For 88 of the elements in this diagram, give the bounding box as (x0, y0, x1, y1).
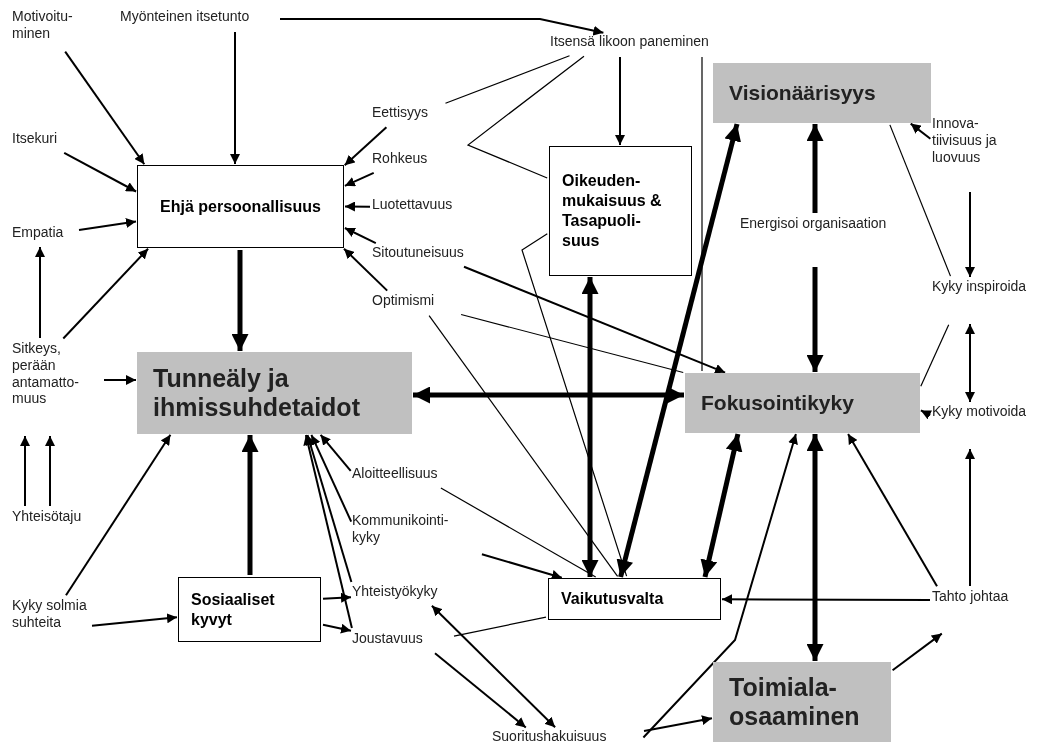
arrow (434, 652, 527, 729)
concept-label: Kommunikointi- kyky (352, 512, 480, 554)
arrow (64, 50, 146, 166)
arrow (919, 409, 933, 420)
arrow (343, 247, 389, 292)
key-competence-box: Fokusointikyky (685, 373, 920, 433)
concept-label: Joustavuus (352, 630, 452, 652)
key-competence-box: Visionäärisyys (713, 63, 931, 123)
arrow (463, 265, 727, 374)
concept-label: Sitoutuneisuus (372, 244, 498, 266)
arrow (965, 448, 975, 587)
arrow (305, 434, 353, 583)
concept-label: Itsensä likoon paneminen (550, 33, 762, 55)
arrow (965, 323, 975, 403)
arrow (480, 553, 563, 580)
connector-line (460, 313, 684, 374)
arrow (91, 613, 178, 627)
arrow (721, 594, 931, 605)
arrow (581, 277, 599, 577)
arrow (63, 151, 138, 193)
concept-label: Rohkeus (372, 150, 450, 172)
arrow (642, 433, 798, 739)
concept-label: Empatia (12, 224, 77, 246)
arrow (806, 124, 824, 213)
arrow (615, 56, 625, 146)
arrow (322, 623, 352, 634)
connector-line (889, 124, 952, 277)
arrow (806, 267, 824, 372)
arrow (413, 386, 684, 404)
arrow (344, 201, 371, 212)
arrow (230, 31, 240, 165)
key-competence-box: Tunneäly ja ihmissuhdetaidot (137, 352, 412, 434)
arrow (430, 604, 557, 729)
connector-line (466, 55, 585, 179)
arrow (322, 592, 352, 603)
arrow (231, 250, 249, 351)
concept-label: Suoritushakuisuus (492, 728, 642, 750)
arrow (806, 434, 824, 661)
arrow (65, 433, 172, 597)
arrow (847, 432, 938, 588)
arrow (700, 433, 743, 578)
arrow (303, 434, 353, 630)
concept-label: Yhteisötaju (12, 508, 100, 530)
concept-label: Optimismi (372, 292, 462, 314)
arrow (279, 18, 605, 36)
arrow (20, 435, 30, 507)
concept-box: Sosiaaliset kyvyt (178, 577, 321, 642)
connector-line (444, 55, 571, 104)
connector-line (521, 233, 628, 577)
concept-box: Ehjä persoonallisuus (137, 165, 344, 248)
concept-label: Luotettavuus (372, 196, 480, 218)
connector-line (920, 324, 950, 387)
arrow (241, 435, 259, 575)
concept-label: Kyky solmia suhteita (12, 597, 90, 662)
arrow (62, 247, 150, 340)
concept-label: Innova- tiivisuus ja luovuus (932, 115, 1032, 190)
arrow (310, 433, 353, 523)
arrow (343, 126, 388, 167)
arrow (891, 632, 943, 672)
concept-label: Aloitteellisuus (352, 465, 482, 487)
key-competence-box: Toimiala- osaaminen (713, 662, 891, 742)
connector-line (453, 616, 547, 637)
concept-label: Sitkeys, perään antamatto- muus (12, 340, 102, 435)
arrow (343, 227, 377, 245)
concept-label: Energisoi organisaation (740, 215, 890, 265)
concept-label: Eettisyys (372, 104, 460, 126)
arrow (35, 246, 45, 339)
arrow (78, 218, 137, 231)
arrow (643, 715, 713, 732)
arrow (319, 433, 352, 472)
connector-line (440, 487, 597, 578)
concept-label: Kyky inspiroida (932, 278, 1027, 323)
concept-label: Kyky motivoida (932, 403, 1032, 448)
concept-label: Itsekuri (12, 130, 74, 152)
concept-label: Myönteinen itsetunto (120, 8, 278, 30)
connector-line (428, 315, 619, 577)
concept-box: Vaikutusvalta (548, 578, 721, 620)
arrow (909, 122, 932, 140)
arrow (965, 191, 975, 278)
arrow (103, 375, 137, 385)
concept-box: Oikeuden- mukaisuus & Tasapuoli- suus (549, 146, 692, 276)
arrow (343, 171, 375, 187)
connector-line (701, 56, 703, 372)
concept-label: Motivoitu- minen (12, 8, 90, 50)
arrow (45, 435, 55, 507)
concept-label: Yhteistyökyky (352, 583, 474, 605)
concept-label: Tahto johtaa (932, 588, 1012, 633)
arrow (616, 123, 741, 578)
